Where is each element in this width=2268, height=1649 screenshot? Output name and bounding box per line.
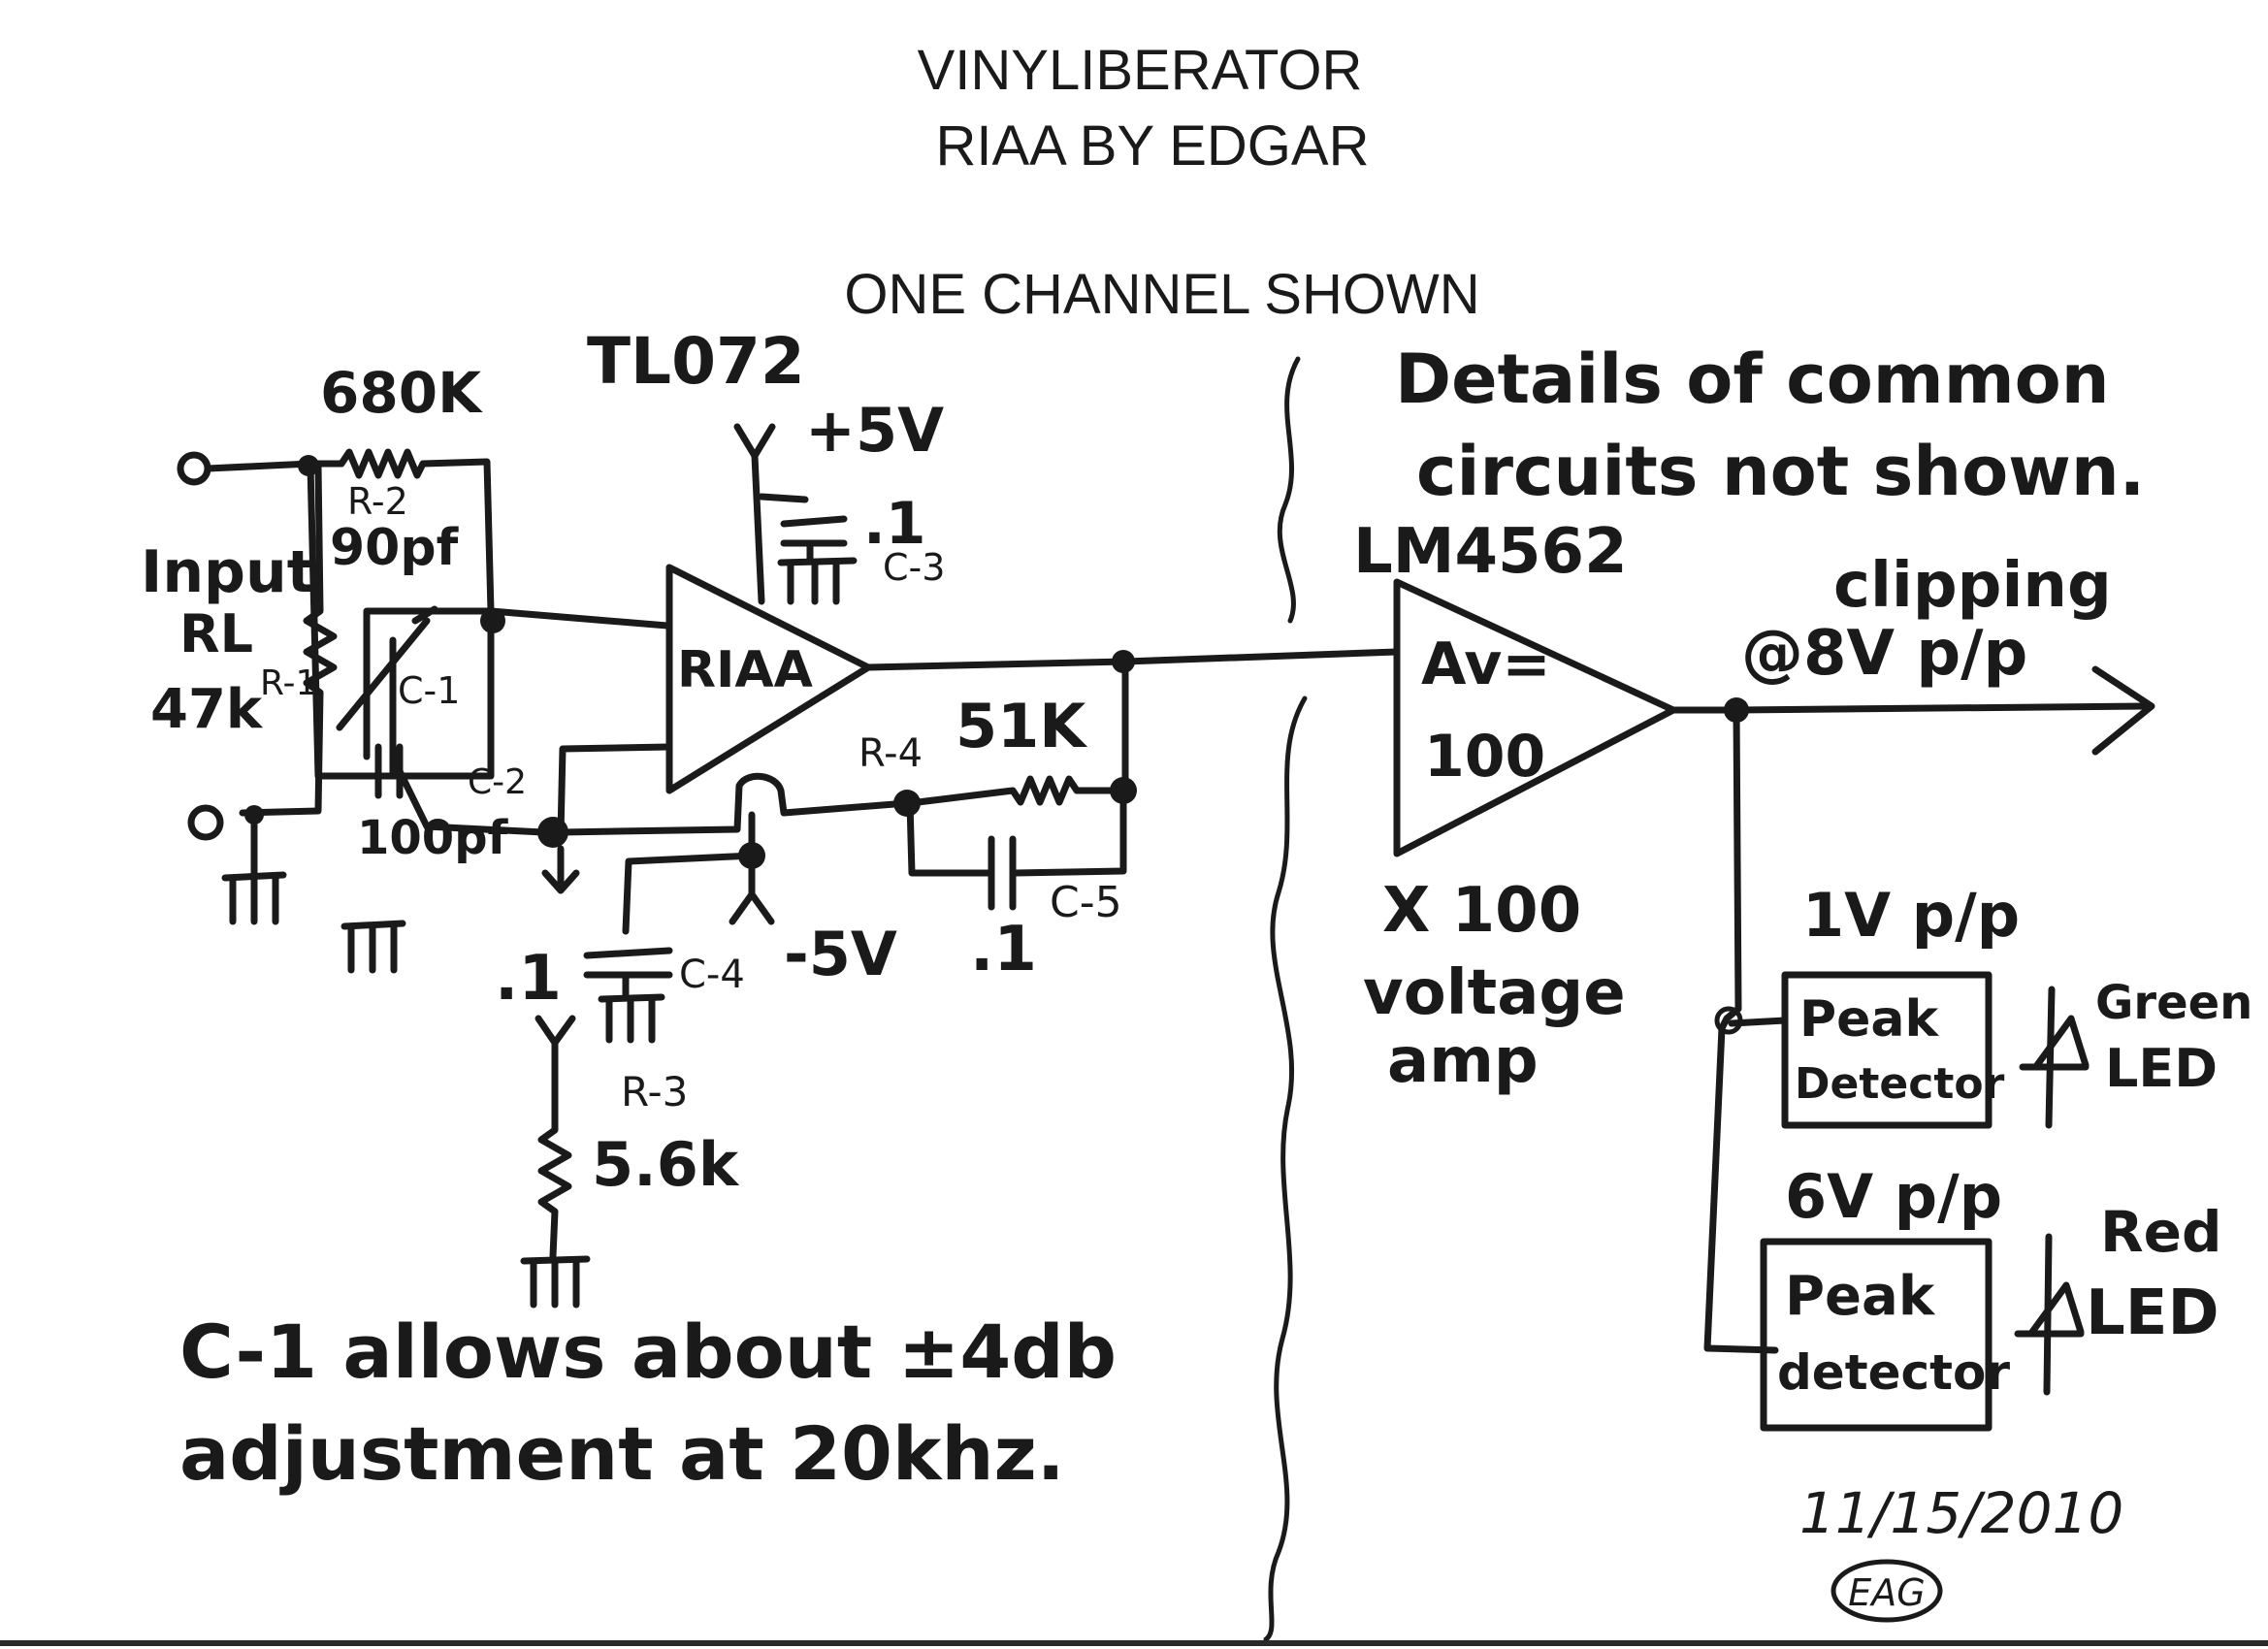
c5-value-label: .1	[970, 914, 1037, 986]
output-arrow-icon	[2091, 665, 2155, 756]
amp-desc-line-1: X 100	[1382, 875, 1581, 947]
opamp1-part-label: TL072	[587, 324, 805, 399]
c2-ground	[340, 920, 406, 974]
input-wire	[204, 460, 314, 472]
riaa-opamp-label: RIAA	[677, 641, 813, 699]
r1-resistor	[239, 462, 338, 817]
c1-ref-label: C-1	[398, 669, 460, 712]
detector1-label-2: Detector	[1795, 1059, 2005, 1109]
led2-label-1: Red	[2100, 1199, 2222, 1265]
neg-input-wire	[557, 743, 673, 838]
common-circuits-note-2: circuits not shown.	[1416, 432, 2145, 511]
date-label: 11/15/2010	[1799, 1480, 2123, 1546]
rl-label: RL	[179, 603, 253, 664]
detector1-feed-junction	[1714, 1006, 1743, 1035]
led2-label-2: LED	[2086, 1277, 2219, 1349]
r4-value-label: 51K	[956, 691, 1087, 761]
detector1-label-1: Peak	[1799, 990, 1939, 1049]
r4-resistor	[906, 658, 1129, 807]
peak-detector-2-box	[1760, 1238, 1993, 1432]
neg-input-arrow	[541, 845, 580, 894]
detector1-threshold-label: 1V p/p	[1802, 880, 2020, 951]
section-break-upper	[1277, 356, 1301, 624]
initials-circle	[1831, 1559, 1943, 1623]
common-circuits-note-1: Details of common	[1395, 340, 2110, 419]
neg-input-junction	[537, 817, 568, 848]
detector-bus-wire	[1703, 706, 1779, 1354]
r2-value-label: 680K	[320, 360, 483, 426]
c1-variable-capacitor	[336, 605, 495, 780]
riaa-output-wire	[864, 658, 1129, 671]
neg-supply-label: -5V	[784, 919, 897, 989]
peak-detector-1-box	[1781, 971, 1993, 1129]
r2-resistor	[307, 448, 495, 615]
c5-ref-label: C-5	[1050, 878, 1122, 927]
input-terminal-ground	[187, 804, 287, 925]
input-terminal-top	[177, 451, 211, 486]
amp-desc-line-3: amp	[1387, 1025, 1539, 1097]
red-led-icon	[2014, 1233, 2085, 1396]
led1-label-2: LED	[2105, 1038, 2218, 1099]
detector2-label-1: Peak	[1785, 1265, 1936, 1328]
footnote-line-2: adjustment at 20khz.	[179, 1410, 1065, 1497]
gain-opamp-triangle	[1393, 578, 1677, 857]
initials-label: EAG	[1848, 1571, 1925, 1614]
feedback-return-wire	[557, 772, 911, 836]
diagram-subtitle: RIAA BY EDGAR	[936, 114, 1370, 178]
detector2-threshold-label: 6V p/p	[1785, 1161, 2002, 1232]
c4-value-label: .1	[495, 943, 562, 1015]
r2-ref-label: R-2	[347, 480, 408, 523]
scan-edge-line	[0, 1640, 2268, 1646]
clipping-label-1: clipping	[1833, 550, 2112, 622]
feedback-node-wire	[487, 607, 671, 630]
c4-ref-label: C-4	[679, 953, 745, 997]
feedback-node-junction	[480, 608, 505, 633]
amp-desc-line-2: voltage	[1363, 957, 1626, 1029]
opamp2-gain-value: 100	[1424, 723, 1545, 791]
section-break-lower	[1263, 695, 1308, 1642]
c5-capacitor	[906, 787, 1127, 911]
input-label: Input	[141, 538, 314, 606]
c2-ref-label: C-2	[468, 762, 527, 802]
r1-ref-label: R-1	[260, 663, 317, 703]
opamp2-gain-label: Av=	[1421, 630, 1551, 698]
detector2-label-2: detector	[1777, 1344, 2010, 1401]
opamp2-part-label: LM4562	[1353, 516, 1628, 588]
r3-value-label: 5.6k	[592, 1129, 740, 1200]
r3-ref-label: R-3	[621, 1068, 688, 1116]
pos-supply-connection	[733, 423, 858, 605]
footnote-line-1: C-1 allows about ±4db	[179, 1309, 1117, 1395]
channel-note: ONE CHANNEL SHOWN	[844, 263, 1479, 326]
r1-value-label: 47k	[150, 678, 264, 741]
c2-value-label: 100pf	[357, 811, 509, 865]
interstage-wire	[1121, 648, 1401, 665]
neg-supply-connection	[583, 811, 775, 1044]
r3-resistor	[520, 1015, 591, 1309]
pos-supply-label: +5V	[805, 395, 944, 466]
r4-ref-label: R-4	[859, 731, 923, 776]
led1-label-1: Green	[2095, 976, 2252, 1030]
diagram-title: VINYLIBERATOR	[918, 39, 1363, 102]
c3-value-label: .1	[863, 490, 926, 558]
c2-to-neg-wire	[396, 767, 547, 836]
c1-value-label: 90pf	[330, 519, 460, 577]
green-led-icon	[2019, 986, 2090, 1129]
riaa-opamp-triangle	[665, 564, 872, 794]
clipping-label-2: @8V p/p	[1741, 618, 2027, 690]
c3-ref-label: C-3	[883, 546, 945, 589]
